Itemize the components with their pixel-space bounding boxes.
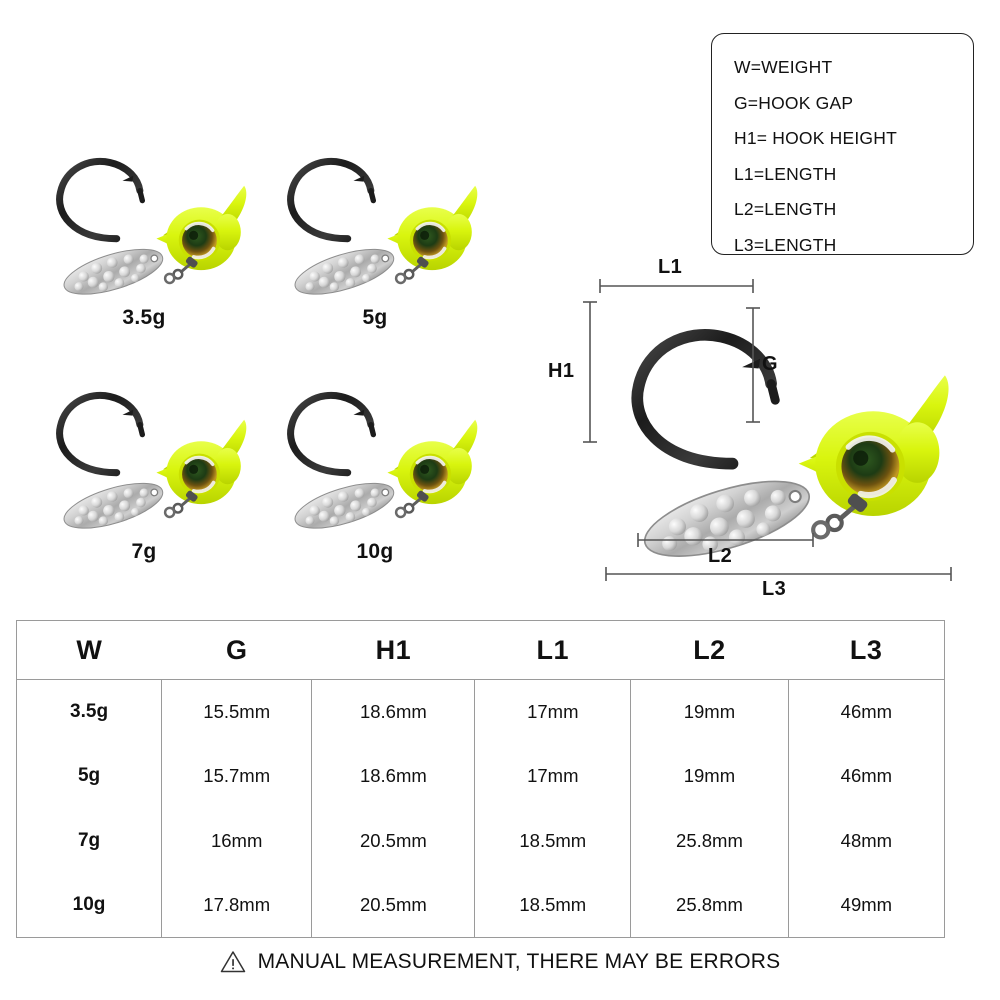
dimension-label-g: G: [762, 353, 778, 375]
product-label: 10g: [356, 540, 394, 563]
column-header-g: G: [161, 621, 312, 680]
dimension-label-h1: H1: [548, 360, 575, 382]
legend-line-l2: L2=LENGTH: [734, 199, 837, 219]
column-header-l2: L2: [630, 621, 789, 680]
jig-head-lure-icon: [255, 362, 495, 537]
dimension-label-l2: L2: [708, 545, 733, 567]
dimension-diagram: L1 H1 G L2 L3: [540, 250, 990, 600]
cell-l3: 46mm: [787, 679, 944, 745]
table-row: 7g 16mm 20.5mm 18.5mm 25.8mm 48mm: [17, 808, 944, 873]
cell-h1: 18.6mm: [311, 679, 475, 745]
cell-h1: 20.5mm: [311, 808, 475, 873]
legend-line-l3: L3=LENGTH: [734, 234, 837, 255]
jig-head-lure-icon: [255, 128, 495, 303]
product-item-5g: 5g: [255, 128, 495, 343]
cell-h1: 20.5mm: [311, 872, 475, 937]
product-item-7g: 7g: [24, 362, 264, 577]
table-header-row: W G H1 L1 L2 L3: [17, 621, 944, 680]
product-label: 3.5g: [122, 306, 166, 329]
jig-head-lure-icon: [24, 128, 264, 303]
jig-head-lure-icon: [24, 362, 264, 537]
disclaimer: MANUAL MEASUREMENT, THERE MAY BE ERRORS: [0, 950, 1000, 974]
product-label: 5g: [362, 306, 388, 329]
cell-l1: 18.5mm: [474, 872, 631, 937]
legend-line-w: W=WEIGHT: [734, 57, 833, 77]
table-row: 3.5g 15.5mm 18.6mm 17mm 19mm 46mm: [17, 679, 944, 745]
warning-triangle-icon: [220, 951, 245, 973]
column-header-w: W: [17, 621, 162, 680]
dimension-label-l1: L1: [658, 256, 683, 278]
table-row: 5g 15.7mm 18.6mm 17mm 19mm 46mm: [17, 744, 944, 809]
cell-l3: 49mm: [787, 872, 944, 937]
dimension-label-l3: L3: [762, 578, 787, 600]
cell-l2: 25.8mm: [630, 872, 789, 937]
cell-l3: 46mm: [787, 744, 944, 809]
column-header-l1: L1: [474, 621, 631, 680]
cell-l2: 25.8mm: [630, 808, 789, 873]
legend-line-g: G=HOOK GAP: [734, 92, 854, 113]
cell-h1: 18.6mm: [311, 744, 475, 809]
cell-w: 10g: [72, 893, 106, 915]
product-label: 7g: [131, 540, 157, 563]
dimension-lines: [583, 279, 952, 581]
cell-l1: 18.5mm: [474, 808, 631, 873]
column-header-l3: L3: [788, 621, 944, 680]
legend-line-l1: L1=LENGTH: [734, 163, 837, 184]
cell-g: 16mm: [161, 808, 312, 873]
legend-box: W=WEIGHT G=HOOK GAP H1= HOOK HEIGHT L1=L…: [711, 33, 974, 255]
legend-line-h1: H1= HOOK HEIGHT: [734, 128, 897, 148]
cell-g: 15.5mm: [161, 679, 312, 745]
cell-w: 3.5g: [70, 701, 109, 723]
cell-l1: 17mm: [474, 744, 631, 809]
table-row: 10g 17.8mm 20.5mm 18.5mm 25.8mm 49mm: [17, 872, 944, 937]
cell-l2: 19mm: [630, 744, 789, 809]
cell-g: 17.8mm: [161, 872, 312, 937]
cell-g: 15.7mm: [161, 744, 312, 809]
product-item-10g: 10g: [255, 362, 495, 577]
product-item-3.5g: 3.5g: [24, 128, 264, 343]
cell-l1: 17mm: [474, 679, 631, 745]
cell-w: 5g: [77, 765, 101, 787]
cell-l3: 48mm: [787, 808, 944, 873]
disclaimer-text: MANUAL MEASUREMENT, THERE MAY BE ERRORS: [257, 950, 781, 973]
spec-table: W G H1 L1 L2 L3 3.5g 15.5mm 18.6mm 17mm …: [17, 621, 944, 937]
cell-l2: 19mm: [630, 679, 789, 745]
cell-w: 7g: [77, 829, 101, 851]
column-header-h1: H1: [311, 621, 475, 680]
spec-table-container: W G H1 L1 L2 L3 3.5g 15.5mm 18.6mm 17mm …: [16, 620, 945, 938]
